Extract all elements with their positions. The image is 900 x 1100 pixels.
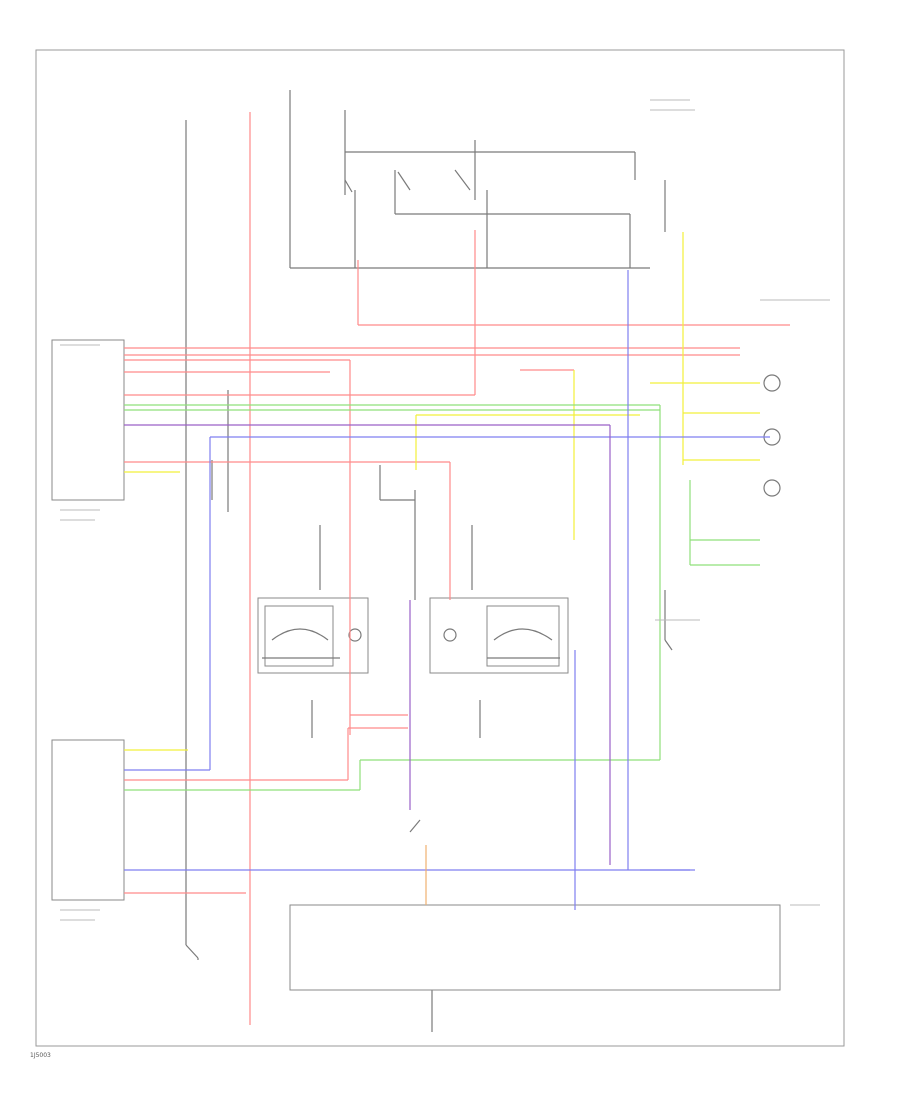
green-wires — [124, 404, 760, 791]
indicator-lamps — [763, 374, 781, 497]
combination-switch-box — [289, 904, 781, 991]
blue-wires — [124, 270, 770, 910]
component-label-marks — [60, 99, 830, 921]
daytime-running-light-control-unit-box — [51, 339, 125, 501]
right-headlight-housing — [429, 597, 569, 674]
diagram-border — [35, 49, 845, 1047]
black-wires — [185, 90, 780, 1032]
left-headlight-housing — [257, 597, 369, 674]
red-wires — [124, 112, 790, 1025]
headlight-control-unit-box — [51, 739, 125, 901]
diagram-code-label: 1J5003 — [30, 1052, 51, 1059]
yellow-wires — [124, 232, 760, 751]
purple-wires — [124, 424, 611, 865]
